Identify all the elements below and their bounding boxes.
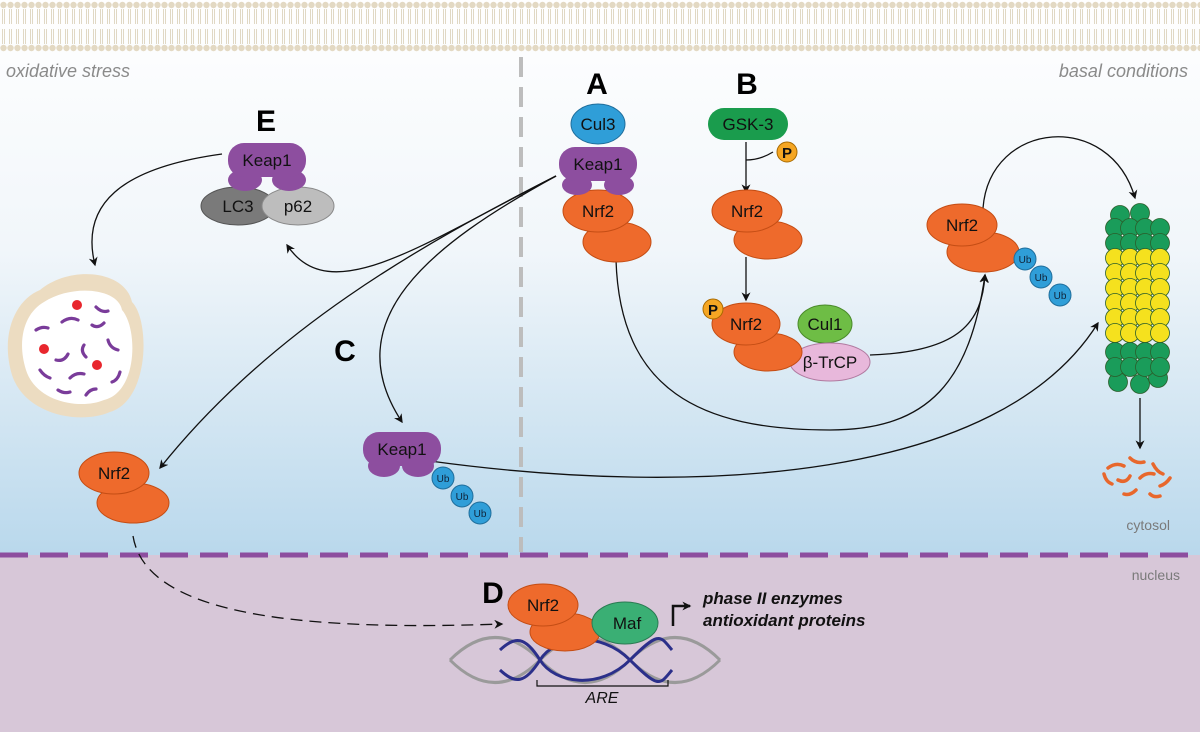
nrf2-protein-b2 (711, 302, 781, 346)
oxidative-stress-label: oxidative stress (6, 61, 130, 81)
arrow-keap1-ub-to-proteasome (429, 321, 1099, 478)
nrf2-label-b: Nrf2 (731, 202, 763, 221)
output-line-2: antioxidant proteins (703, 611, 865, 630)
keap1-label-c: Keap1 (377, 440, 426, 459)
are-label: ARE (585, 690, 619, 707)
cytosol-label: cytosol (1126, 517, 1170, 533)
ubiquitin-label: Ub (474, 509, 487, 520)
ubiquitinated-nrf2: Nrf2 Ub Ub Ub (926, 203, 1072, 307)
nrf2-protein-a (562, 189, 634, 233)
pathway-arrows (88, 136, 1145, 629)
cell-membrane (0, 0, 1200, 54)
nrf2-protein-ub (926, 203, 998, 247)
nrf2-label-free: Nrf2 (98, 464, 130, 483)
arrow-nrf2-translocation (132, 535, 504, 629)
degraded-fragments (34, 305, 122, 397)
nrf2-label-a: Nrf2 (582, 202, 614, 221)
cul3-keap1-nrf2-complex: Cul3 Nrf2 Keap1 (559, 103, 652, 263)
ubiquitin (1013, 247, 1037, 271)
arrow-ub-nrf2-to-proteasome (982, 136, 1138, 209)
ubiquitinated-keap1: Keap1 Ub Ub Ub (363, 432, 492, 525)
keap1-protein-c (363, 432, 441, 466)
phospho-badge (702, 298, 724, 320)
panel-label-b: B (736, 68, 758, 101)
ubiquitin (431, 466, 455, 490)
ubiquitin (450, 484, 474, 508)
ubiquitin-label: Ub (1019, 255, 1032, 266)
maf-protein (591, 601, 659, 645)
autophagosome-lumen (22, 290, 133, 405)
arrow-keap1-to-autophagosome (88, 153, 223, 267)
proteasome-subunit (1150, 323, 1170, 343)
arrow-release-to-keap1-ub (379, 175, 557, 424)
lc3-label: LC3 (222, 197, 253, 216)
phospho-label: P (782, 145, 792, 162)
ubiquitin-label: Ub (456, 492, 469, 503)
gsk3-phosphorylation-pathway: GSK-3 P Nrf2 Cul1 β-TrCP Nrf2 P (702, 108, 871, 382)
proteasome-subunit (1150, 357, 1170, 377)
keap1-label-a: Keap1 (573, 155, 622, 174)
cul3-label: Cul3 (581, 115, 616, 134)
nucleus-label: nucleus (1132, 567, 1180, 583)
proteasome-subunit (1130, 374, 1150, 394)
cytosol-background (0, 0, 1200, 555)
free-nrf2: Nrf2 (78, 451, 170, 524)
keap1-protein-a (559, 147, 637, 181)
ubiquitin (1048, 283, 1072, 307)
nrf2-protein-b (711, 189, 783, 233)
autophagosome (7, 274, 144, 418)
panel-label-a: A (586, 68, 608, 101)
panel-label-c: C (334, 335, 356, 368)
phospho-badge (776, 141, 798, 163)
cul1-label: Cul1 (808, 315, 843, 334)
arrow-release-to-free-nrf2 (159, 175, 557, 470)
p62-label: p62 (284, 197, 312, 216)
cul3-protein (570, 103, 626, 145)
peptide-fragments (1102, 456, 1172, 499)
gsk3-protein (708, 108, 788, 140)
nrf2-label-ub: Nrf2 (946, 216, 978, 235)
phospho-label: P (708, 302, 718, 319)
arrow-btrcp-to-ub-nrf2 (869, 273, 990, 356)
proteasome (1105, 203, 1170, 394)
basal-conditions-label: basal conditions (1059, 61, 1188, 81)
ubiquitin (468, 501, 492, 525)
arrow-nrf2a-to-ub-nrf2 (615, 259, 989, 431)
keap1-label-e: Keap1 (242, 151, 291, 170)
nrf2-protein-d (507, 583, 579, 627)
dna-strand (448, 636, 722, 684)
are-strand (498, 637, 674, 682)
keap1-lc3-p62-complex: LC3 p62 Keap1 (200, 143, 335, 226)
transcription-arrow (671, 601, 692, 626)
cargo-dot (39, 344, 49, 354)
are-bracket (536, 680, 669, 687)
cargo-dot (72, 300, 82, 310)
nrf2-label-d: Nrf2 (527, 596, 559, 615)
ubiquitin-label: Ub (1054, 291, 1067, 302)
arrow-phospho-curve (745, 151, 774, 161)
cargo-dot (92, 360, 102, 370)
panel-label-d: D (482, 577, 504, 610)
gsk3-label: GSK-3 (722, 115, 773, 134)
ubiquitin (1029, 265, 1053, 289)
ubiquitin-label: Ub (437, 474, 450, 485)
nrf2-label-b2: Nrf2 (730, 315, 762, 334)
nrf2-protein-free (78, 451, 150, 495)
btrcp-label: β-TrCP (803, 353, 857, 372)
nrf2-maf-heterodimer: Maf Nrf2 (507, 583, 659, 652)
panel-label-e: E (256, 105, 276, 138)
output-line-1: phase II enzymes (702, 589, 843, 608)
keap1-protein-e (228, 143, 306, 177)
ubiquitin-label: Ub (1035, 273, 1048, 284)
maf-label: Maf (613, 614, 642, 633)
